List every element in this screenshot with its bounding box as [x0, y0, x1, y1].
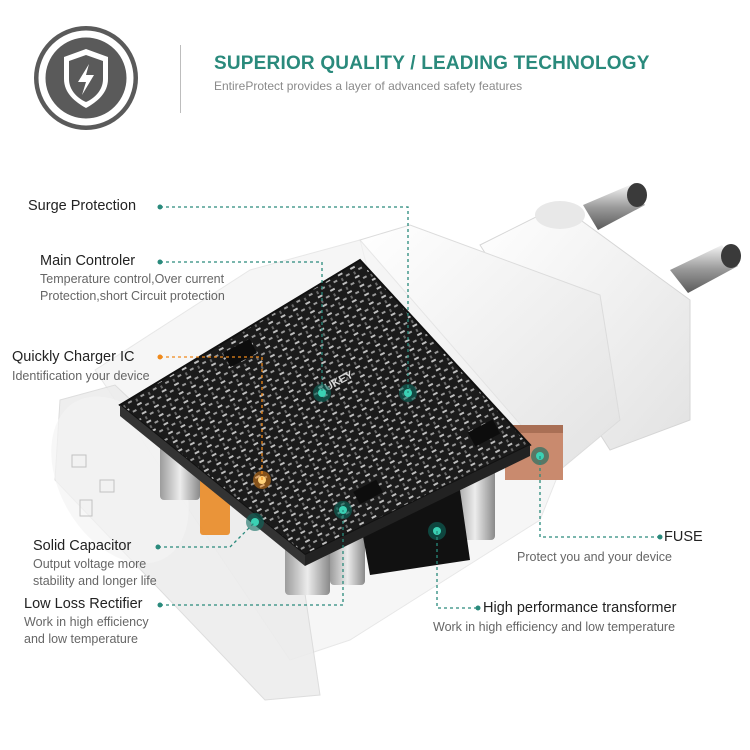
shield-lightning-icon	[34, 26, 138, 130]
callout-charger-ic-desc: Identification your device	[12, 369, 150, 383]
callout-controller-desc-2: Protection,short Circuit protection	[40, 289, 225, 303]
shell-markings	[71, 454, 115, 517]
callout-controller-label: Main Controler	[40, 253, 136, 269]
callout-fuse-label: FUSE	[664, 529, 703, 545]
leader-dots	[155, 204, 663, 611]
leader-dot-charger-ic	[157, 354, 163, 360]
callout-rectifier-label: Low Loss Rectifier	[24, 596, 143, 612]
header-subtitle: EntireProtect provides a layer of advanc…	[214, 79, 523, 93]
fuse-top	[505, 425, 563, 433]
leader-lines	[158, 206, 660, 609]
callout-controller-desc-1: Temperature control,Over current	[40, 272, 225, 286]
callout-capacitor-desc-2: stability and longer life	[33, 574, 157, 588]
callout-capacitor-label: Solid Capacitor	[33, 538, 132, 554]
callout-fuse-desc: Protect you and your device	[517, 550, 672, 564]
callout-charger-ic-label: Quickly Charger IC	[12, 349, 135, 365]
header-divider	[180, 45, 181, 113]
callout-transformer-desc: Work in high efficiency and low temperat…	[433, 620, 676, 634]
callout-transformer-label: High performance transformer	[483, 600, 677, 616]
callout-surge-label: Surge Protection	[28, 198, 137, 214]
header-title: SUPERIOR QUALITY / LEADING TECHNOLOGY	[214, 53, 650, 74]
callout-rectifier-desc-1: Work in high efficiency	[24, 615, 149, 629]
callout-capacitor-desc-1: Output voltage more	[33, 557, 147, 571]
callout-rectifier-desc-2: and low temperature	[24, 632, 138, 646]
